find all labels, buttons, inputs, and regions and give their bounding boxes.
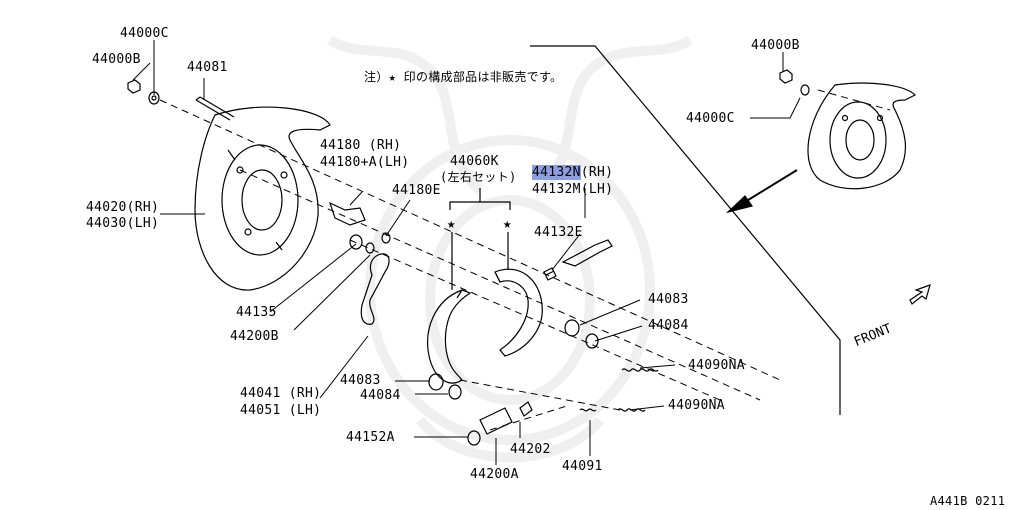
label-44081: 44081 [187, 60, 228, 75]
spring-cup-left [428, 373, 462, 400]
label-44060K: 44060K [450, 154, 499, 169]
label-44180A: 44180+A(LH) [320, 155, 410, 170]
adjuster-assembly [561, 239, 613, 267]
brake-shoe-right [494, 268, 543, 357]
anchor-parts [328, 201, 391, 254]
label-44132E: 44132E [534, 225, 583, 240]
note-text: 注）★ 印の構成部品は非販売です。 [364, 70, 563, 84]
adjuster-spring-44091 [579, 408, 597, 412]
label-44132N: 44132N(RH) [532, 165, 613, 180]
watermark-emblem [327, 35, 693, 463]
label-44083-left: 44083 [340, 373, 381, 388]
label-44135: 44135 [236, 305, 277, 320]
set-bracket [449, 188, 511, 210]
nut-bolt-right [779, 69, 810, 96]
label-44084-left: 44084 [360, 388, 401, 403]
label-44180E: 44180E [392, 183, 441, 198]
label-44132N-side: (RH) [580, 165, 614, 180]
label-44091: 44091 [562, 459, 603, 474]
label-44051: 44051 (LH) [240, 403, 322, 418]
label-44202: 44202 [510, 442, 551, 457]
label-44090NA-lower: 44090NA [668, 398, 725, 413]
label-44084-right: 44084 [648, 318, 689, 333]
leader-lines [132, 40, 801, 465]
label-44000B-right: 44000B [751, 38, 800, 53]
label-44000C-right: 44000C [686, 111, 735, 126]
label-44200A: 44200A [470, 467, 519, 482]
backing-plate-right [807, 82, 917, 190]
return-spring-upper [621, 368, 659, 372]
label-44083-right: 44083 [648, 292, 689, 307]
label-44090NA-upper: 44090NA [688, 358, 745, 373]
label-44041: 44041 (RH) [240, 386, 322, 401]
label-44180: 44180 (RH) [320, 138, 402, 153]
backing-plate-left [194, 106, 331, 291]
label-44200B: 44200B [230, 329, 279, 344]
label-44000B-left: 44000B [92, 52, 141, 67]
highlighted-part-44132N[interactable]: 44132N [532, 165, 581, 180]
wheel-cylinder [467, 401, 533, 446]
label-44152A: 44152A [346, 430, 395, 445]
label-44132M: 44132M(LH) [532, 182, 614, 197]
exploded-guide-lines [159, 89, 891, 431]
label-44020: 44020(RH) [86, 200, 160, 215]
label-44030: 44030(LH) [86, 216, 160, 231]
diagram-code: A441B 0211 [930, 494, 1006, 508]
parking-lever [360, 253, 390, 325]
label-44000C-left: 44000C [120, 26, 169, 41]
adjuster-spring [543, 267, 557, 281]
star-icon-right: ★ [503, 216, 512, 232]
frame-line [530, 45, 841, 415]
front-arrow-icon [725, 169, 931, 305]
label-44060K-set: (左右セット) [440, 170, 517, 184]
star-icon-left: ★ [447, 216, 456, 232]
